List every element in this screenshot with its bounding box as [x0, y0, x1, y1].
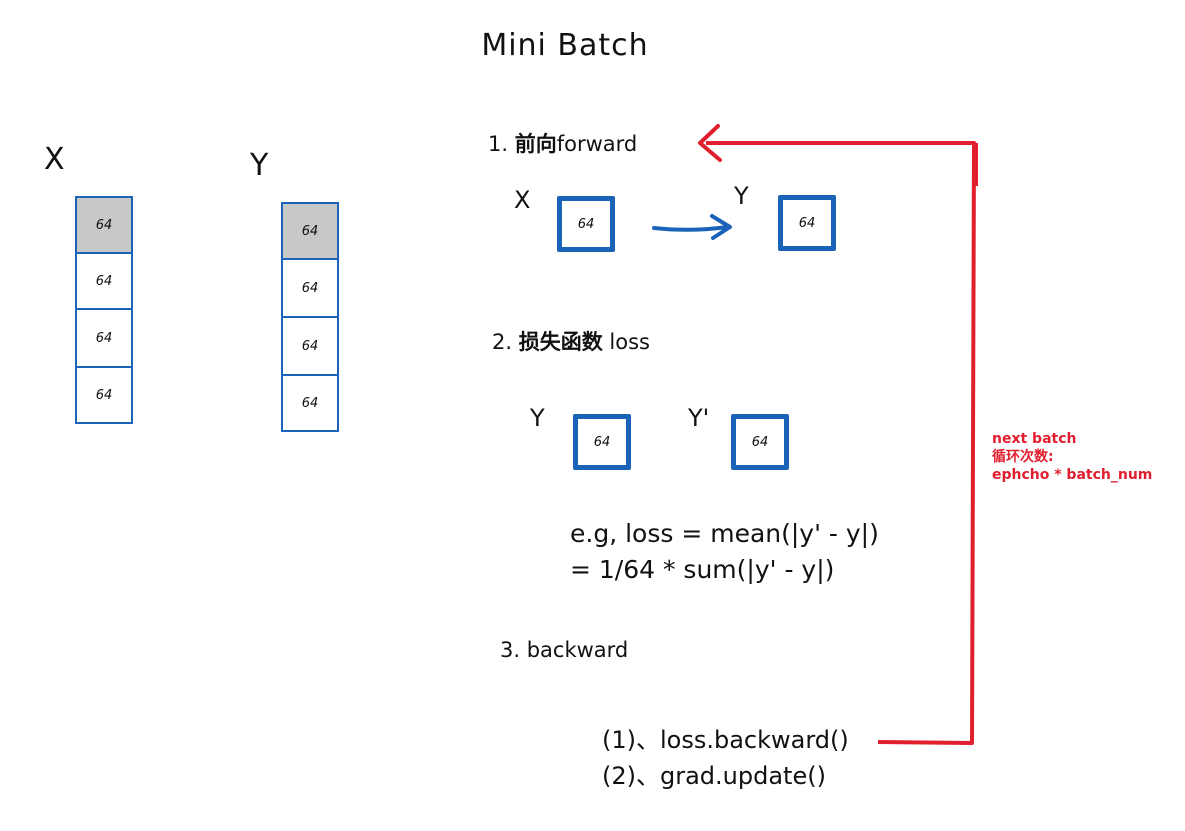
loss-heading-cn: 损失函数 [518, 330, 603, 354]
forward-heading-cn: 前向 [514, 132, 557, 156]
loss-y-label: Y [530, 404, 545, 432]
loss-heading-en: loss [609, 330, 650, 354]
loop-note: next batch 循环次数: ephcho * batch_num [992, 430, 1152, 484]
loss-yprime-box: 64 [731, 414, 789, 470]
forward-y-label: Y [734, 182, 749, 210]
loss-formula-line2: = 1/64 * sum(|y' - y|) [570, 555, 835, 584]
forward-x-label: X [514, 186, 531, 214]
loss-heading: 2. 损失函数 loss [492, 326, 650, 356]
next-batch-loop-arrow [698, 124, 978, 745]
forward-heading-num: 1. [488, 132, 509, 156]
forward-arrow [652, 214, 732, 240]
x-column-label: X [44, 142, 65, 177]
backward-heading: 3. backward [500, 638, 629, 662]
diagram-title: Mini Batch [481, 28, 649, 63]
y-batch-cell: 64 [281, 202, 339, 260]
forward-heading: 1. 前向forward [488, 128, 637, 158]
forward-heading-en: forward [556, 132, 638, 156]
forward-y-box: 64 [778, 195, 836, 251]
backward-step2: (2)、grad.update() [602, 762, 826, 790]
loop-note-line1: next batch [992, 431, 1077, 447]
forward-x-box: 64 [557, 196, 615, 252]
loss-y-box: 64 [573, 414, 631, 470]
loop-note-line2: 循环次数: [992, 449, 1054, 465]
loss-formula-line1: e.g, loss = mean(|y' - y|) [570, 519, 879, 548]
loop-note-line3: ephcho * batch_num [992, 467, 1153, 483]
y-batch-cell: 64 [281, 374, 339, 432]
loss-yprime-label: Y' [688, 404, 710, 432]
x-batch-cell: 64 [75, 366, 133, 424]
y-column-label: Y [250, 148, 269, 183]
backward-step1: (1)、loss.backward() [602, 726, 849, 754]
loss-heading-num: 2. [492, 330, 513, 354]
